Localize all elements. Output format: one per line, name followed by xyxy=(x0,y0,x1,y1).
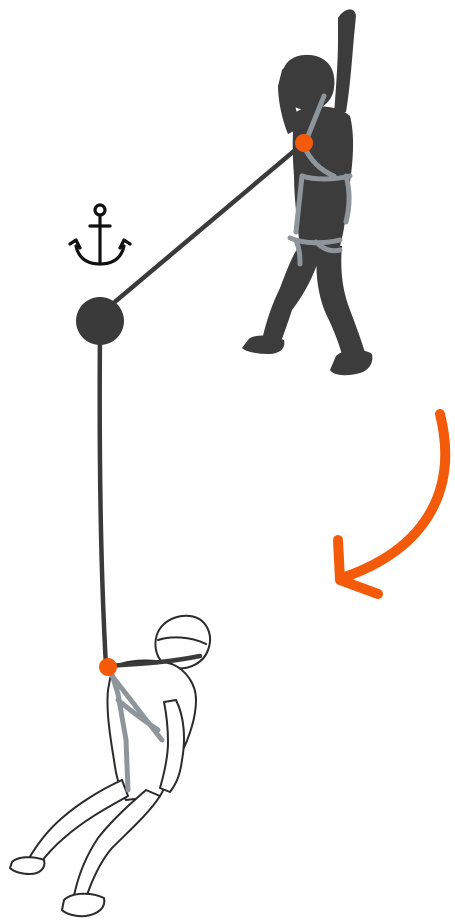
rope-lower xyxy=(100,330,106,666)
rope-upper xyxy=(110,146,300,306)
standing-climber xyxy=(242,9,372,375)
attachment-point-icon xyxy=(99,658,117,676)
attachment-point-icon xyxy=(295,134,313,152)
curved-arrow-icon xyxy=(338,414,445,594)
anchor-icon xyxy=(70,205,130,264)
pulley-icon xyxy=(76,297,124,345)
